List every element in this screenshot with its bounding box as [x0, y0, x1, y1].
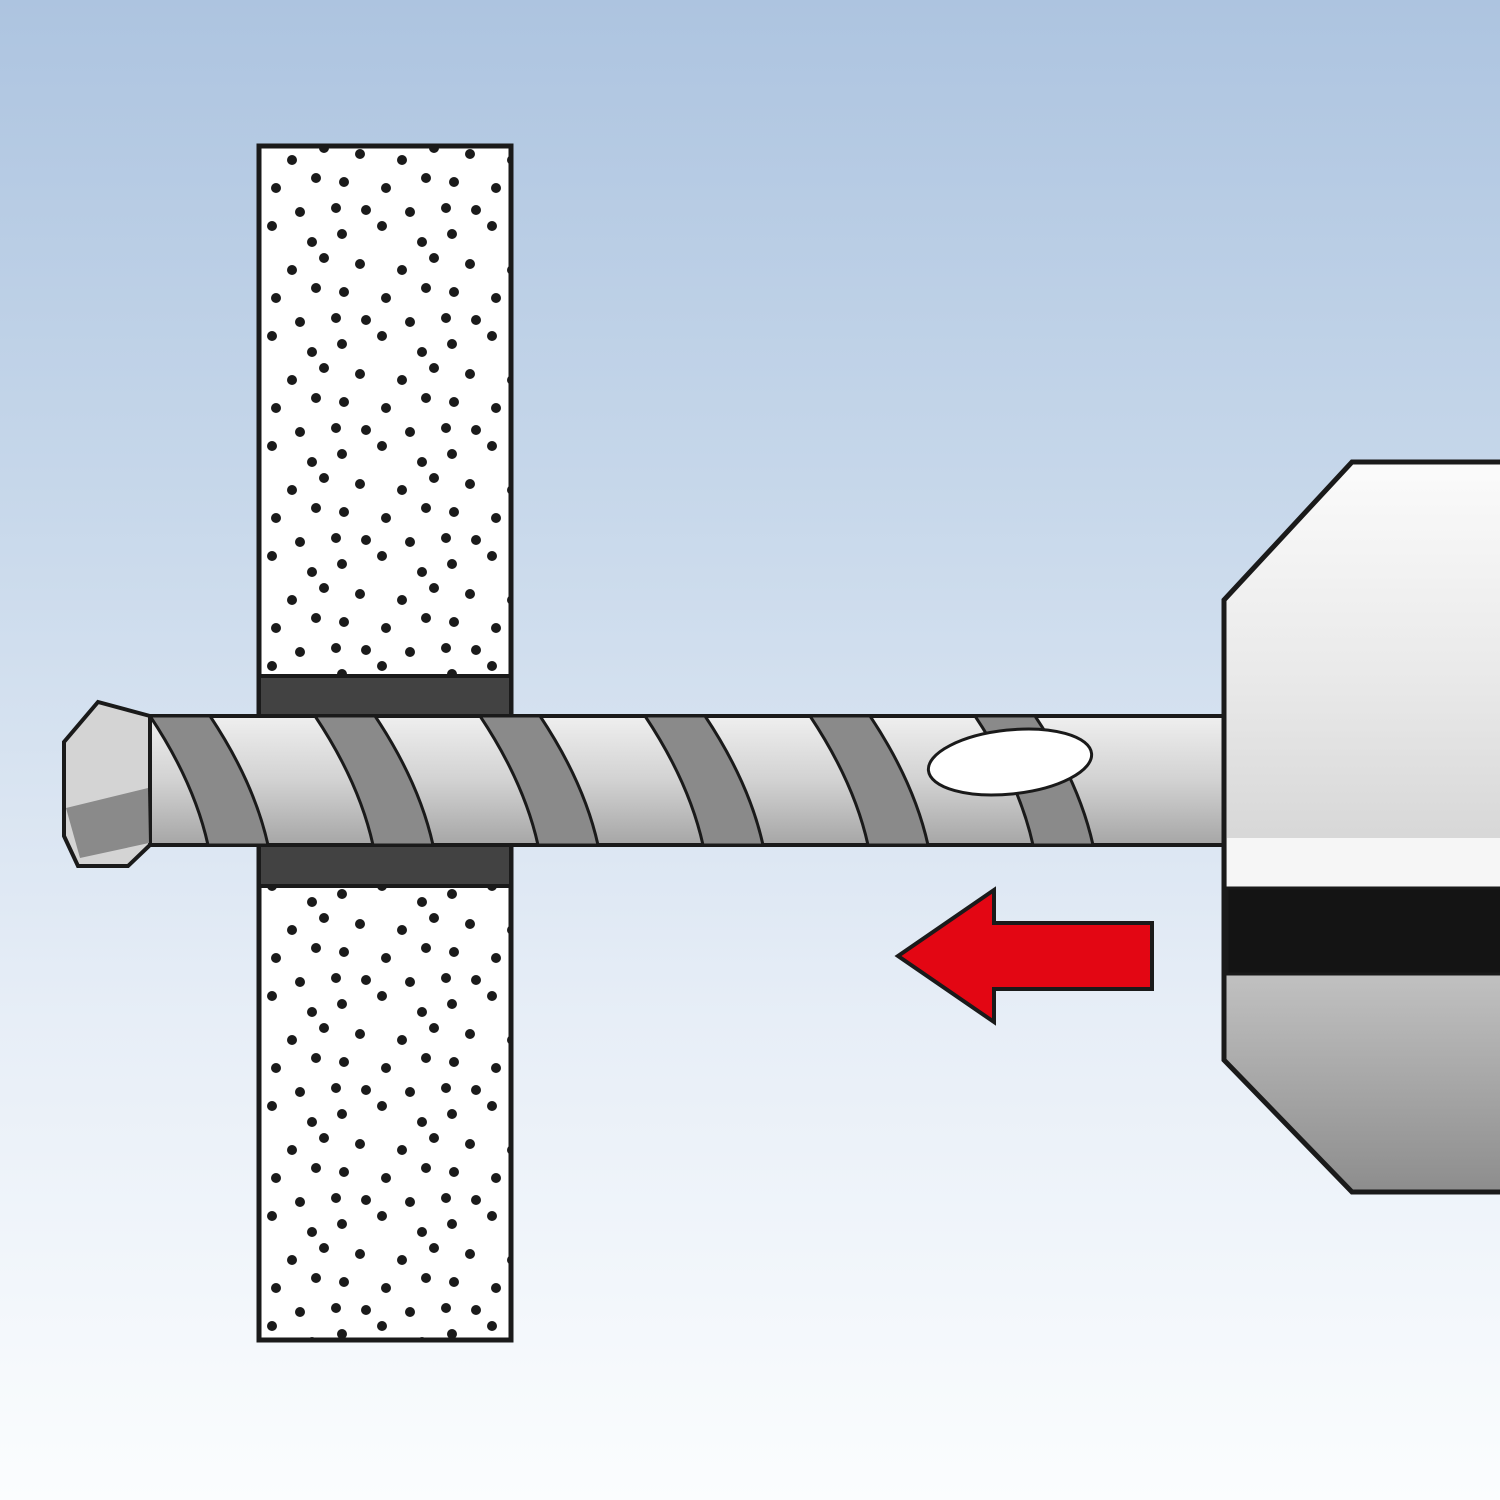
direction-arrow	[894, 886, 1154, 1026]
drill-bit-flute	[147, 714, 270, 847]
chuck-highlight-stripe	[1227, 838, 1500, 888]
drill-bit-flute	[807, 714, 930, 847]
chuck-band	[1225, 886, 1500, 976]
drill-bit-flute	[642, 714, 765, 847]
drill-chuck	[1221, 459, 1500, 1195]
drill-bit-tip-shading	[66, 788, 149, 858]
drill-bit-flute	[477, 714, 600, 847]
drill-bit-shank-highlight	[926, 727, 1094, 797]
drill-bit	[62, 699, 1230, 868]
drill-bit-flute	[312, 714, 435, 847]
chuck-body	[1221, 459, 1500, 1195]
